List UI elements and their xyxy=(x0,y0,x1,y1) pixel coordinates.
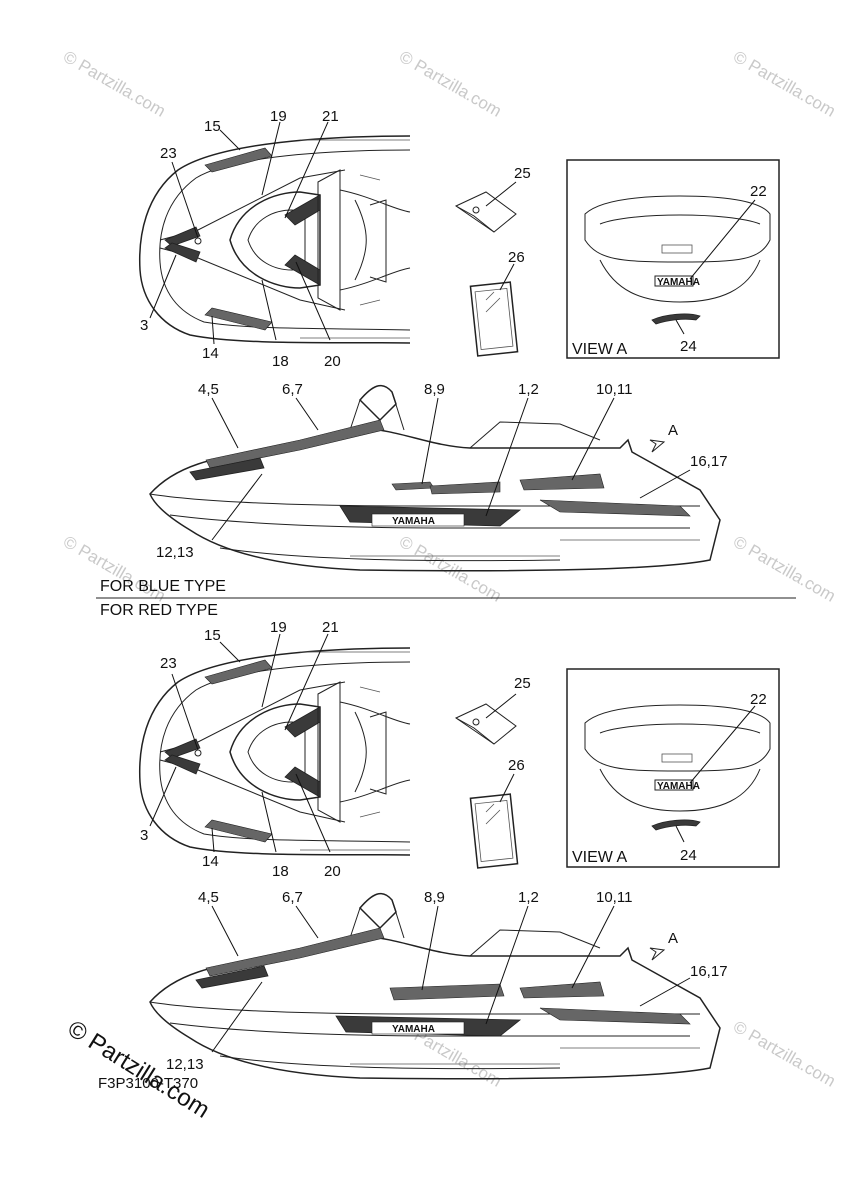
callout-label: 6,7 xyxy=(282,381,303,398)
watermark-text: © Partzilla.com xyxy=(730,1017,839,1091)
callout-labels: 15 19 21 23 3 14 18 20 25 26 22 24 4,5 6… xyxy=(140,108,767,561)
callout-label: 21 xyxy=(322,108,339,125)
decal-25-illustration xyxy=(454,191,517,233)
callout-label: 19 xyxy=(270,619,287,636)
watermarks: © Partzilla.com © Partzilla.com © Partzi… xyxy=(60,47,839,1091)
side-brand-text: YAMAHA xyxy=(392,1024,435,1035)
diagram-code: F3P3100-T370 xyxy=(98,1075,198,1092)
callout-label: 26 xyxy=(508,757,525,774)
callout-label: 24 xyxy=(680,338,697,355)
top-view-illustration xyxy=(138,647,411,856)
watermark-text: © Partzilla.com xyxy=(396,532,505,606)
callout-label: 22 xyxy=(750,691,767,708)
watermark-text: © Partzilla.com xyxy=(730,532,839,606)
view-a-box: YAMAHA VIEW A xyxy=(566,159,780,359)
view-a-label: VIEW A xyxy=(572,341,627,358)
callout-label: 3 xyxy=(140,317,148,334)
view-a-frame xyxy=(566,159,780,359)
watermark-text: © Partzilla.com xyxy=(396,47,505,121)
view-arrow-label: A xyxy=(668,930,678,947)
callout-label: 1,2 xyxy=(518,381,539,398)
callout-label: 22 xyxy=(750,183,767,200)
top-view-illustration xyxy=(138,135,411,344)
view-arrow-icon xyxy=(649,439,666,453)
side-view-illustration: YAMAHA xyxy=(149,892,721,1080)
callout-labels: 15 19 21 23 3 14 18 20 25 26 22 24 4,5 6… xyxy=(140,619,767,1073)
callout-label: 25 xyxy=(514,165,531,182)
callout-label: 3 xyxy=(140,827,148,844)
callout-label: 18 xyxy=(272,863,289,880)
callout-label: 20 xyxy=(324,863,341,880)
decal-26-illustration xyxy=(469,281,519,357)
callout-label: 10,11 xyxy=(596,381,632,398)
view-arrow-icon xyxy=(649,947,666,961)
callout-label: 10,11 xyxy=(596,889,632,906)
callout-label: 20 xyxy=(324,353,341,370)
callout-label: 23 xyxy=(160,145,177,162)
callout-label: 15 xyxy=(204,118,221,135)
callout-label: 12,13 xyxy=(166,1056,204,1073)
leader-lines xyxy=(149,121,756,541)
view-a-label: VIEW A xyxy=(572,849,627,866)
callout-label: 4,5 xyxy=(198,381,219,398)
decal-26-illustration xyxy=(469,793,519,869)
callout-label: 23 xyxy=(160,655,177,672)
callout-label: 25 xyxy=(514,675,531,692)
callout-label: 6,7 xyxy=(282,889,303,906)
callout-label: 24 xyxy=(680,847,697,864)
view-a-frame xyxy=(566,668,780,868)
callout-label: 16,17 xyxy=(690,453,728,470)
watermark-text: © Partzilla.com xyxy=(730,47,839,121)
view-a-box: YAMAHA VIEW A xyxy=(566,668,780,868)
callout-label: 12,13 xyxy=(156,544,194,561)
watermark-text: © Partzilla.com xyxy=(60,47,169,121)
leader-lines xyxy=(149,633,756,1053)
view-arrow-label: A xyxy=(668,422,678,439)
callout-label: 4,5 xyxy=(198,889,219,906)
callout-label: 8,9 xyxy=(424,381,445,398)
callout-label: 1,2 xyxy=(518,889,539,906)
brand-plate-text: YAMAHA xyxy=(657,277,700,288)
callout-label: 15 xyxy=(204,627,221,644)
decal-25-illustration xyxy=(454,703,517,745)
callout-label: 19 xyxy=(270,108,287,125)
section-red: YAMAHA VIEW A YAMAHA xyxy=(138,619,780,1080)
brand-plate-text: YAMAHA xyxy=(657,781,700,792)
section-caption-red: FOR RED TYPE xyxy=(100,602,218,619)
callout-label: 8,9 xyxy=(424,889,445,906)
callout-label: 14 xyxy=(202,345,219,362)
callout-label: 14 xyxy=(202,853,219,870)
callout-label: 26 xyxy=(508,249,525,266)
side-brand-text: YAMAHA xyxy=(392,516,435,527)
callout-label: 16,17 xyxy=(690,963,728,980)
section-caption-blue: FOR BLUE TYPE xyxy=(100,578,226,595)
side-view-illustration: YAMAHA xyxy=(149,384,721,572)
callout-label: 18 xyxy=(272,353,289,370)
callout-label: 21 xyxy=(322,619,339,636)
section-blue: YAMAHA VIEW A YAMAHA xyxy=(138,108,780,572)
